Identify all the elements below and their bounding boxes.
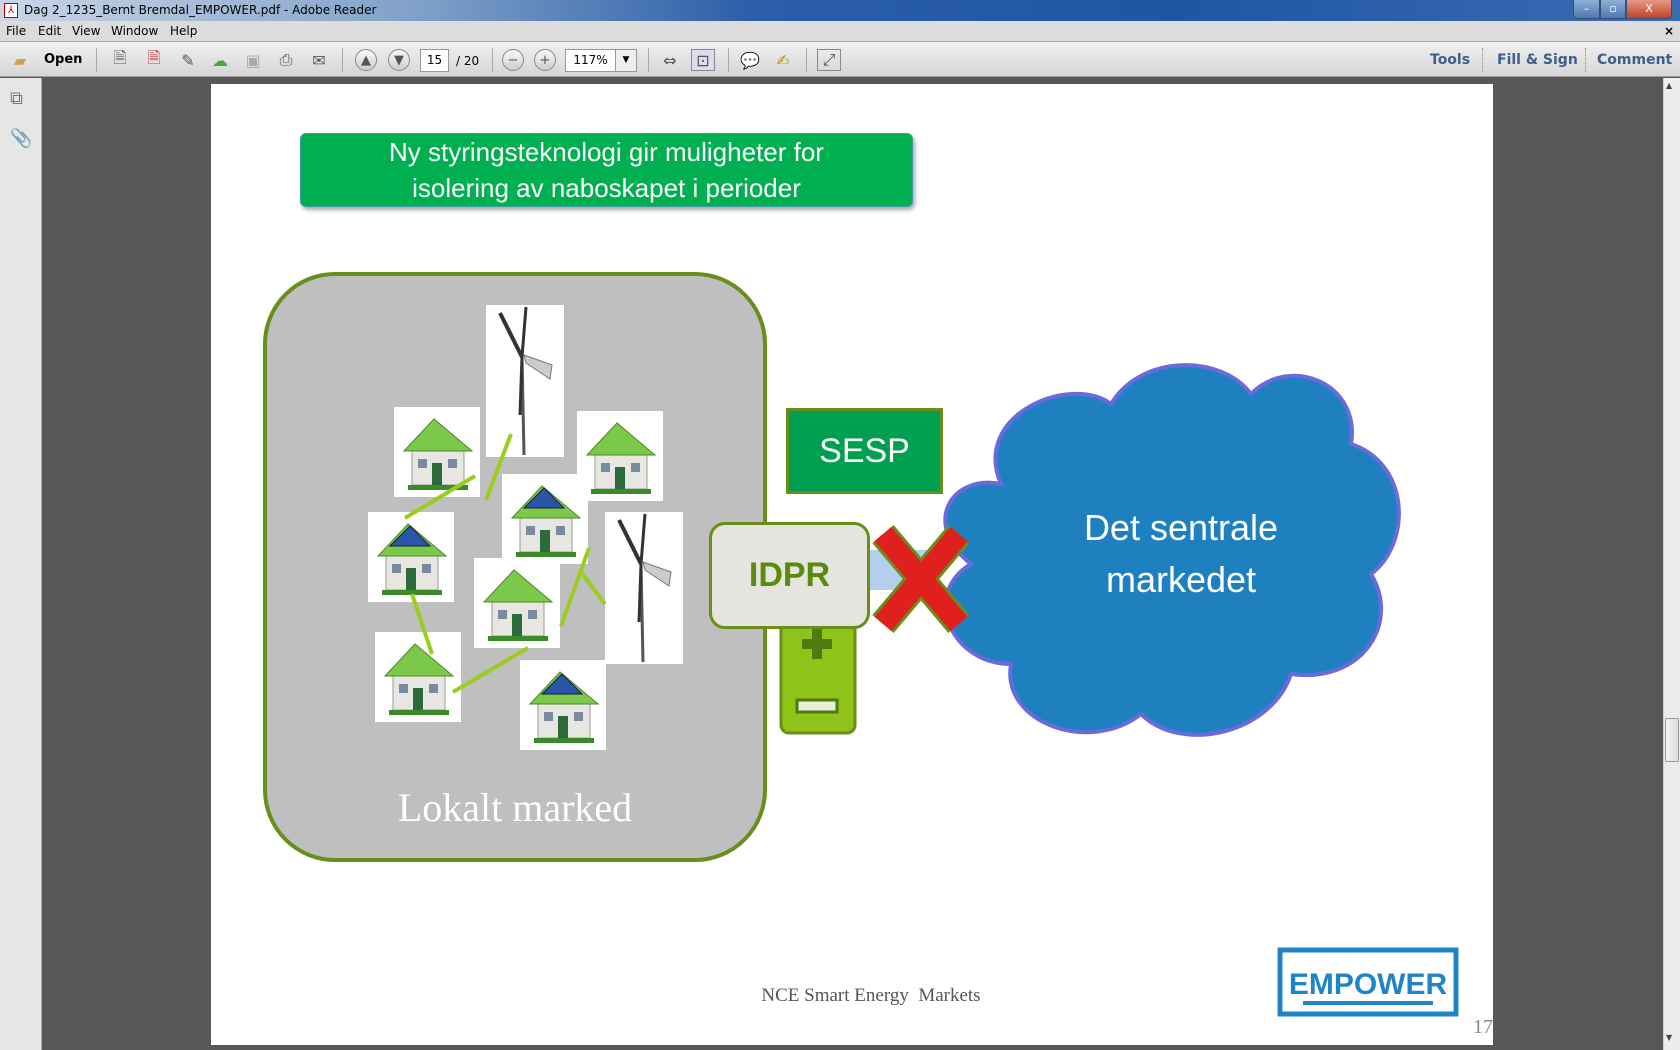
fit-page-icon[interactable]: ⊡: [691, 49, 715, 71]
full-screen-icon[interactable]: ⤢: [817, 49, 841, 71]
menu-view[interactable]: View: [72, 24, 101, 38]
zoom-dropdown-button[interactable]: ▼: [615, 49, 637, 72]
central-market-line-1: Det sentrale: [1083, 507, 1279, 548]
local-market-label: Lokalt marked: [397, 785, 633, 830]
menu-file[interactable]: File: [6, 24, 27, 38]
minimize-button[interactable]: –: [1573, 0, 1600, 19]
empower-logo: EMPOWER: [1277, 947, 1459, 1017]
menu-bar: File Edit View Window Help ×: [0, 21, 1680, 41]
footer-text: NCE Smart Energy Markets: [761, 985, 981, 1006]
scroll-up-icon[interactable]: ▲: [1666, 81, 1673, 90]
sesp-box: SESP: [786, 408, 943, 494]
slide-graphics: EMPOWER: [263, 272, 1459, 1017]
menu-edit[interactable]: Edit: [38, 24, 62, 38]
page-thumbnails-icon[interactable]: ⧉: [10, 88, 23, 109]
house-icon: [393, 406, 481, 498]
wind-turbine-icon: [603, 510, 685, 666]
navigation-pane: ⧉ 📎: [0, 78, 42, 1050]
comment-pane-button[interactable]: Comment: [1597, 52, 1673, 68]
vertical-scrollbar[interactable]: ▲ ▼: [1663, 78, 1680, 1050]
save-icon[interactable]: ▣: [245, 50, 261, 70]
headline-line-2: isolering av naboskapet i perioder: [412, 173, 801, 203]
zoom-out-button[interactable]: −: [502, 49, 524, 71]
headline-banner: Ny styringsteknologi gir muligheter for …: [300, 133, 913, 207]
idpr-box: IDPR: [709, 522, 870, 629]
slide-page-number: 17: [1473, 1016, 1493, 1038]
menu-help[interactable]: Help: [170, 24, 198, 38]
zoom-level-input[interactable]: 117%: [565, 49, 616, 72]
energy-flow-arrows: [403, 433, 607, 694]
pdf-app-icon: ⅄: [4, 3, 18, 18]
create-pdf-icon[interactable]: 🗎: [113, 47, 127, 67]
scrollbar-thumb[interactable]: [1665, 718, 1679, 762]
house-icon: [576, 410, 664, 502]
pdf-page: EMPOWER Ny styringsteknologi gir mulighe…: [211, 84, 1493, 1045]
central-market-label: Det sentrale markedet: [1011, 502, 1351, 606]
solar-house-icon: [520, 660, 606, 750]
previous-page-button[interactable]: ▲: [355, 49, 377, 71]
house-icon: [374, 631, 462, 723]
restore-button[interactable]: ▫: [1600, 0, 1626, 19]
next-page-button[interactable]: ▼: [388, 49, 410, 71]
print-icon[interactable]: ⎙: [279, 50, 293, 69]
fill-sign-pane-button[interactable]: Fill & Sign: [1497, 52, 1578, 68]
disconnect-x-icon: [872, 524, 970, 634]
svg-text:EMPOWER: EMPOWER: [1289, 968, 1448, 1001]
attachments-icon[interactable]: 📎: [10, 128, 33, 149]
close-button[interactable]: X: [1626, 0, 1672, 19]
central-market-line-2: markedet: [1105, 559, 1257, 600]
toolbar: ▰ Open 🗎 🗎 ✎ ☁ ▣ ⎙ ✉ ▲ ▼ 15 / 20 − + 117…: [0, 41, 1680, 77]
fit-width-icon[interactable]: ⇔: [663, 50, 677, 70]
email-icon[interactable]: ✉: [312, 50, 326, 70]
combine-files-icon[interactable]: 🗎: [147, 47, 161, 67]
edit-pdf-icon[interactable]: ✎: [181, 50, 195, 70]
solar-house-icon: [368, 512, 454, 602]
menu-window[interactable]: Window: [111, 24, 159, 38]
folder-icon[interactable]: ▰: [13, 50, 27, 70]
headline-line-1: Ny styringsteknologi gir muligheter for: [389, 137, 824, 167]
title-bar: ⅄ Dag 2_1235_Bernt Bremdal_EMPOWER.pdf -…: [0, 0, 1680, 21]
sticky-note-icon[interactable]: 💬: [740, 50, 760, 70]
close-document-button[interactable]: ×: [1664, 24, 1675, 38]
scroll-down-icon[interactable]: ▼: [1666, 1033, 1673, 1042]
upload-cloud-icon[interactable]: ☁: [212, 50, 228, 70]
wind-turbine-icon: [484, 303, 566, 459]
zoom-in-button[interactable]: +: [534, 49, 556, 71]
house-icon: [473, 557, 561, 649]
tools-pane-button[interactable]: Tools: [1430, 52, 1471, 68]
highlight-icon[interactable]: ✍: [776, 50, 790, 70]
open-button[interactable]: Open: [44, 52, 83, 67]
page-number-input[interactable]: 15: [420, 49, 449, 72]
central-market-cloud: [943, 363, 1401, 737]
window-title: Dag 2_1235_Bernt Bremdal_EMPOWER.pdf - A…: [24, 3, 377, 17]
page-total: / 20: [456, 54, 480, 68]
solar-house-icon: [502, 474, 588, 564]
